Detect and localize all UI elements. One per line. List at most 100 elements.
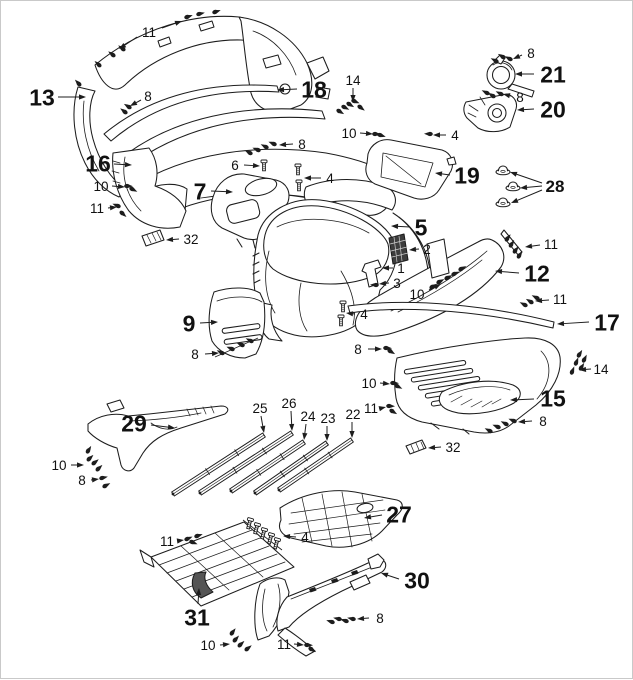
leader-arrowhead [515,71,522,76]
callout-label-7: 7 [194,178,207,204]
leader-arrowhead [366,131,373,136]
leader-line [527,186,542,187]
leader-line [517,190,542,200]
callout-label-4: 4 [451,128,459,143]
callout-11-28: 11 [90,201,117,216]
leader-arrowhead [302,433,307,440]
callout-label-12: 12 [524,260,550,286]
screw-fastener [119,210,128,219]
callout-11-37: 11 [535,292,567,307]
callout-20-5: 20 [517,96,566,122]
callout-8-24: 8 [513,46,535,61]
leader-arrowhead [324,434,329,441]
part-2-grid [389,234,408,264]
leader-arrowhead [223,642,230,647]
leader-line [532,245,540,246]
callout-label-25: 25 [252,401,267,416]
callout-label-11: 11 [160,534,174,549]
leader-line [198,595,199,604]
leader-line [502,272,519,273]
screw-fastener [119,107,129,115]
callout-label-4: 4 [326,171,334,186]
callout-label-10: 10 [93,179,108,194]
screw-fastener [85,445,93,455]
leader-arrowhead [166,237,173,242]
part-29-belly-panel [88,406,228,471]
callout-label-1: 1 [397,261,405,276]
screw-fastener [237,639,246,648]
callout-label-30: 30 [404,567,430,593]
leader-arrowhead [260,426,265,433]
rubber-grommet [496,198,510,207]
callout-label-11: 11 [277,637,291,652]
leader-line [564,322,589,324]
leader-arrowhead [517,107,524,112]
part-7-feet [237,239,255,248]
callout-label-31: 31 [184,604,210,630]
parts-layer [74,16,560,656]
callout-label-24: 24 [300,409,316,424]
callout-label-18: 18 [301,76,327,102]
callout-8-30: 8 [191,347,219,362]
callout-label-2: 2 [423,242,431,257]
callout-23-49: 23 [320,411,335,441]
callout-label-17: 17 [594,309,620,335]
callout-label-11: 11 [553,292,567,307]
screw-fastener [424,132,433,136]
rubber-grommet [496,166,510,175]
part-floor-rail-0 [172,433,266,496]
leader-line [524,109,534,110]
screw-fastener [73,78,82,87]
leader-line [286,144,293,145]
callout-14-19: 14 [345,73,361,102]
callout-label-10: 10 [409,287,424,302]
leader-line [305,424,306,433]
callout-label-9: 9 [183,310,196,336]
leader-arrowhead [349,431,354,438]
callout-label-8: 8 [376,611,384,626]
screw-fastener [576,349,584,359]
callout-25-46: 25 [252,401,267,433]
callout-17-9: 17 [557,309,620,335]
callout-label-8: 8 [527,46,535,61]
callout-label-11: 11 [364,401,378,416]
screw-fastener [326,618,336,624]
part-floor-rail-4 [278,438,354,492]
leader-line [517,174,542,183]
screw-fastener [99,474,109,480]
callout-2-31: 2 [409,242,431,257]
screw-fastener [573,357,580,367]
callout-8-45: 8 [78,473,99,488]
leader-arrowhead [289,424,294,431]
part-floor-rail-1 [199,431,294,495]
leader-arrowhead [511,198,518,203]
leader-arrowhead [433,132,440,137]
callout-label-15: 15 [540,385,566,411]
leader-arrowhead [520,185,527,190]
screw-fastener [196,10,206,16]
callout-32-43: 32 [428,440,461,455]
screw-fastener [386,404,395,408]
leader-line [542,300,549,301]
screw-fastener [123,102,133,110]
callout-label-5: 5 [415,214,428,240]
part-32-clip-a [142,230,164,246]
callout-8-53: 8 [357,611,384,626]
leader-line [211,191,226,192]
leader-arrowhead [379,406,386,411]
callout-32-29: 32 [166,232,199,247]
part-27-mat [279,491,402,548]
callout-label-20: 20 [540,96,566,122]
callout-21-4: 21 [515,61,566,87]
leader-arrowhead [92,477,99,482]
leader-arrowhead [177,538,184,543]
callout-label-14: 14 [345,73,361,88]
callout-label-16: 16 [85,150,111,176]
screw-fastener [357,104,367,112]
screw-fastener [519,301,529,309]
callout-8-18: 8 [130,89,152,106]
callout-label-10: 10 [51,458,66,473]
